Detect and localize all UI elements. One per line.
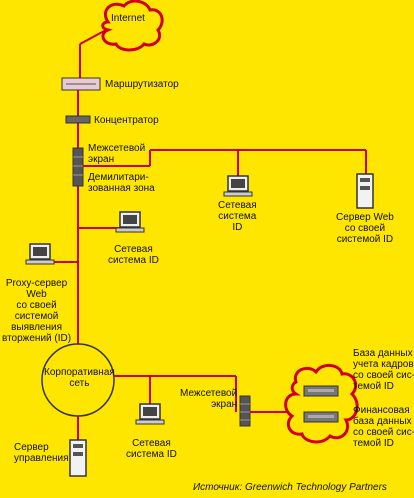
dmz-label: Демилитари- зованная зона: [88, 172, 155, 194]
database-cloud: [284, 364, 359, 444]
corp-ids-label: Сетевая система ID: [126, 438, 177, 460]
hub-icon: [65, 115, 91, 124]
net-ids-label: Сетевая система ID: [108, 244, 159, 266]
database-detail: [308, 415, 334, 418]
computer-keyboard: [25, 259, 55, 265]
server-drive: [73, 452, 83, 456]
computer-screen: [143, 407, 157, 416]
computer-keyboard: [135, 419, 165, 425]
fin-db-label: Финансовая база данных со своей сис- тем…: [353, 405, 414, 449]
database-detail: [308, 389, 334, 392]
computer-screen: [33, 247, 47, 256]
internet-label: Internet: [111, 13, 145, 24]
firewall2-label: Межсетевой экран: [180, 388, 238, 410]
server-drive: [73, 444, 83, 448]
mgmt-server-label: Сервер управления: [14, 442, 69, 464]
hub-label: Концентратор: [94, 115, 159, 126]
firewall-icon: [239, 395, 251, 427]
firewall-icon: [72, 147, 84, 187]
router-label: Маршрутизатор: [105, 79, 179, 90]
internet-cloud: [101, 0, 164, 52]
computer-screen: [231, 179, 245, 188]
firewall-label: Межсетевой экран: [88, 143, 146, 165]
server-drive: [360, 178, 370, 182]
computer-screen: [123, 215, 137, 224]
computer-keyboard: [223, 191, 253, 197]
link-internet-router: [79, 29, 107, 45]
dmz-ids-label: Сетевая система ID: [218, 200, 257, 233]
server-icon: [69, 439, 87, 477]
proxy-label: Proxy-сервер Web со своей системой выявл…: [2, 278, 72, 344]
corp-network-label: Корпоративная сеть: [44, 367, 115, 389]
server-icon: [356, 173, 374, 209]
hr-db-label: База данных учета кадров со своей сис- т…: [353, 348, 414, 392]
computer-keyboard: [115, 227, 145, 233]
server-drive: [360, 186, 370, 190]
source-caption: Источник: Greenwich Technology Partners: [193, 482, 387, 493]
web-server-label: Сервер Web со своей системой ID: [336, 212, 394, 245]
